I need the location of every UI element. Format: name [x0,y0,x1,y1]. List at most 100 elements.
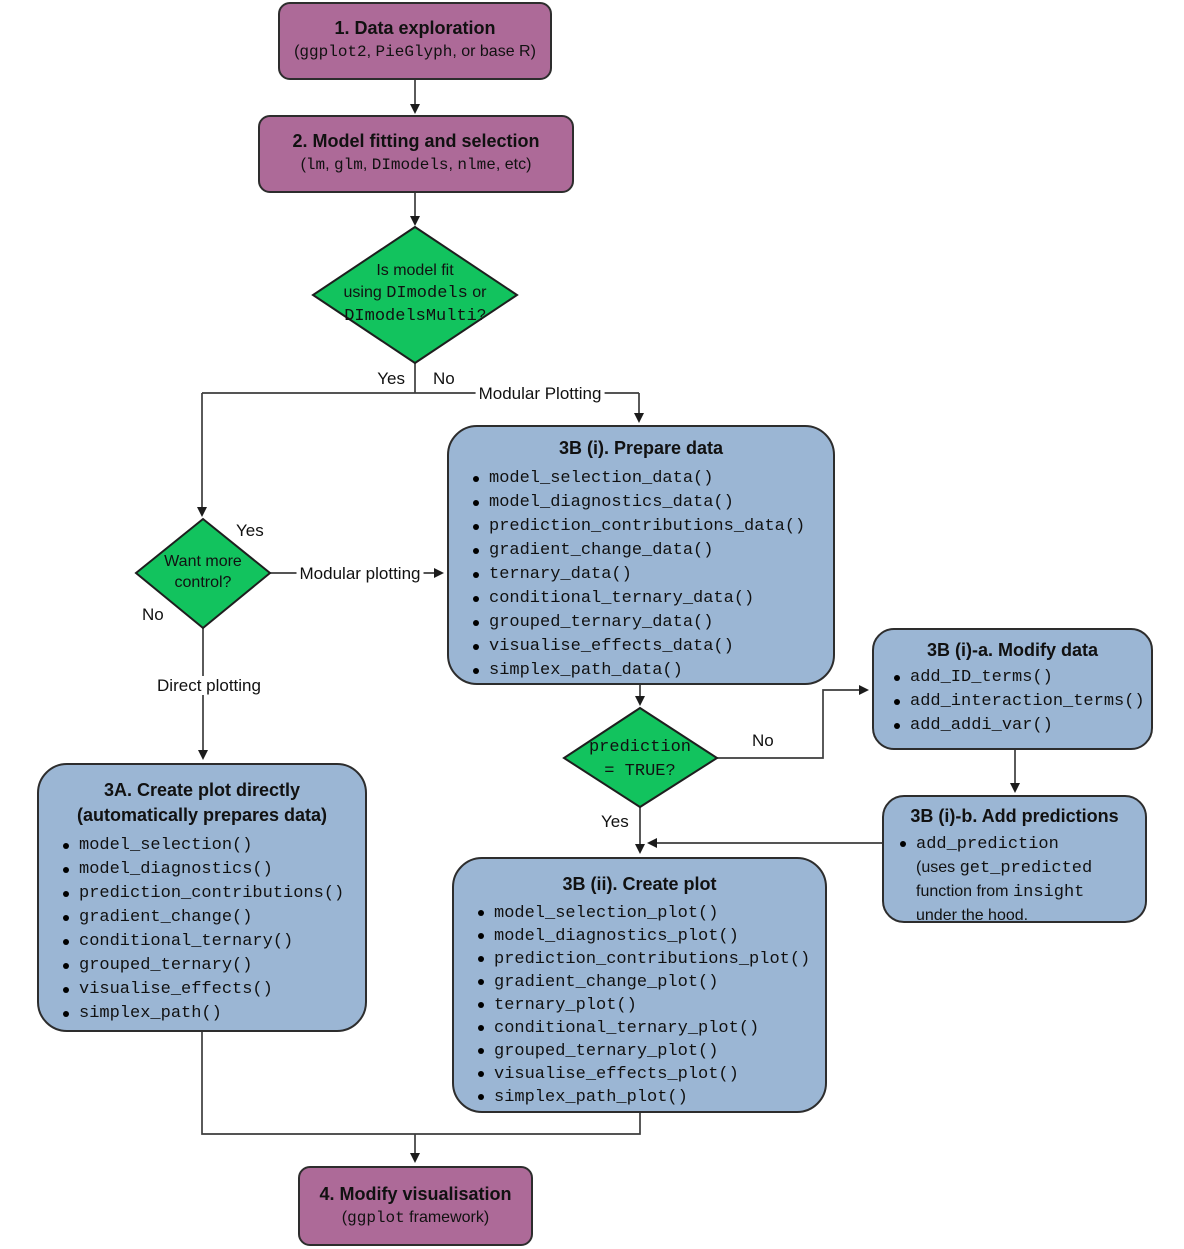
diamond-text-line: Want more [164,553,242,570]
list-item: model_selection_data() [473,467,833,491]
list-item: prediction_contributions_plot() [478,948,825,971]
bullet-icon [478,1048,484,1054]
is-dimodels-fit-diamond-text: Is model fit using DImodels or DImodelsM… [320,260,510,328]
prediction-true-diamond-text: prediction = TRUE? [575,735,705,783]
list-item: simplex_path_data() [473,659,833,683]
edge-label-no: No [433,369,455,388]
list-item: gradient_change_plot() [478,971,825,994]
bullet-icon [473,476,479,482]
list-item: visualise_effects() [63,978,365,1002]
bullet-icon [473,620,479,626]
diamond-text-line: DImodelsMulti? [344,307,486,326]
bullet-list: add_prediction (uses get_predicted funct… [884,832,1145,927]
want-more-control-diamond-text: Want more control? [146,551,260,593]
list-item: model_diagnostics_plot() [478,925,825,948]
node-subtitle: (ggplot2, PieGlyph, or base R) [294,43,536,61]
list-item: add_ID_terms() [894,666,1151,690]
list-item: prediction_contributions() [63,882,365,906]
list-item: model_diagnostics() [63,858,365,882]
edge-label-modular-plotting: Modular Plotting [475,384,605,403]
diamond-text-line: using DImodels or [343,284,487,303]
bullet-icon [478,1002,484,1008]
list-item: conditional_ternary() [63,930,365,954]
list-item: grouped_ternary_plot() [478,1040,825,1063]
bullet-list: model_selection()model_diagnostics()pred… [39,834,365,1026]
want-more-control-diamond [134,517,272,630]
bullet-icon [63,867,69,873]
bullet-icon [478,956,484,962]
diamond-text-line: control? [174,574,232,591]
prediction-true-diamond [562,706,719,809]
prepare-data-box: 3B (i). Prepare data model_selection_dat… [447,425,835,685]
node-subtitle: (ggplot framework) [341,1209,490,1227]
edge-label-direct-plotting: Direct plotting [154,676,264,695]
bullet-icon [473,572,479,578]
data-exploration-box: 1. Data exploration (ggplot2, PieGlyph, … [278,2,552,80]
list-item: add_prediction (uses get_predicted funct… [900,832,1145,927]
bullet-icon [473,500,479,506]
node-title: 3B (i)-b. Add predictions [910,806,1119,826]
list-item: conditional_ternary_plot() [478,1017,825,1040]
edge-label-yes: Yes [377,369,405,388]
node-title: 3B (ii). Create plot [562,874,717,894]
bullet-icon [478,979,484,985]
list-item-line: function from insight [916,883,1085,902]
bullet-icon [63,915,69,921]
list-item: add_addi_var() [894,714,1151,738]
bullet-icon [63,891,69,897]
node-title: 2. Model fitting and selection [292,131,540,151]
list-item: grouped_ternary() [63,954,365,978]
bullet-icon [478,1025,484,1031]
list-item: ternary_plot() [478,994,825,1017]
list-item: simplex_path() [63,1002,365,1026]
bullet-icon [478,910,484,916]
list-item: simplex_path_plot() [478,1086,825,1109]
bullet-list: model_selection_data()model_diagnostics_… [449,467,833,683]
node-title: (automatically prepares data) [76,805,328,825]
modify-visualisation-box: 4. Modify visualisation (ggplot framewor… [298,1166,533,1246]
list-item-line: add_prediction [916,835,1059,854]
edge-label-yes: Yes [601,812,629,831]
add-predictions-box: 3B (i)-b. Add predictions add_prediction… [882,795,1147,924]
bullet-icon [63,843,69,849]
bullet-icon [478,1071,484,1077]
bullet-icon [894,723,900,729]
node-title: 3B (i). Prepare data [558,438,724,458]
list-item: grouped_ternary_data() [473,611,833,635]
bullet-icon [63,1011,69,1017]
edge-label-no: No [142,605,164,624]
create-plot-directly-box: 3A. Create plot directly (automatically … [37,763,367,1032]
diamond-text-line: = TRUE? [604,762,676,781]
list-item: gradient_change() [63,906,365,930]
bullet-icon [894,675,900,681]
bullet-list: add_ID_terms()add_interaction_terms()add… [874,666,1151,738]
diamond-text-line: Is model fit [376,262,454,279]
model-fitting-box: 2. Model fitting and selection (lm, glm,… [258,115,574,193]
list-item: visualise_effects_plot() [478,1063,825,1086]
edge-label-no: No [752,731,774,750]
edge-label-modular-plotting: Modular plotting [296,564,424,583]
list-item: visualise_effects_data() [473,635,833,659]
bullet-icon [900,841,906,847]
bullet-icon [473,548,479,554]
list-item-line: under the hood. [916,907,1029,924]
bullet-icon [473,524,479,530]
list-item: model_diagnostics_data() [473,491,833,515]
list-item: model_selection() [63,834,365,858]
node-subtitle: (lm, glm, DImodels, nlme, etc) [300,156,532,174]
bullet-icon [63,963,69,969]
list-item: gradient_change_data() [473,539,833,563]
list-item: conditional_ternary_data() [473,587,833,611]
bullet-icon [894,699,900,705]
list-item: model_selection_plot() [478,902,825,925]
bullet-icon [473,644,479,650]
node-title: 3A. Create plot directly [103,780,301,800]
bullet-icon [473,668,479,674]
bullet-icon [63,987,69,993]
bullet-icon [473,596,479,602]
edge-label-yes: Yes [236,521,264,540]
diamond-text-line: prediction [588,738,692,757]
bullet-icon [478,933,484,939]
list-item: prediction_contributions_data() [473,515,833,539]
